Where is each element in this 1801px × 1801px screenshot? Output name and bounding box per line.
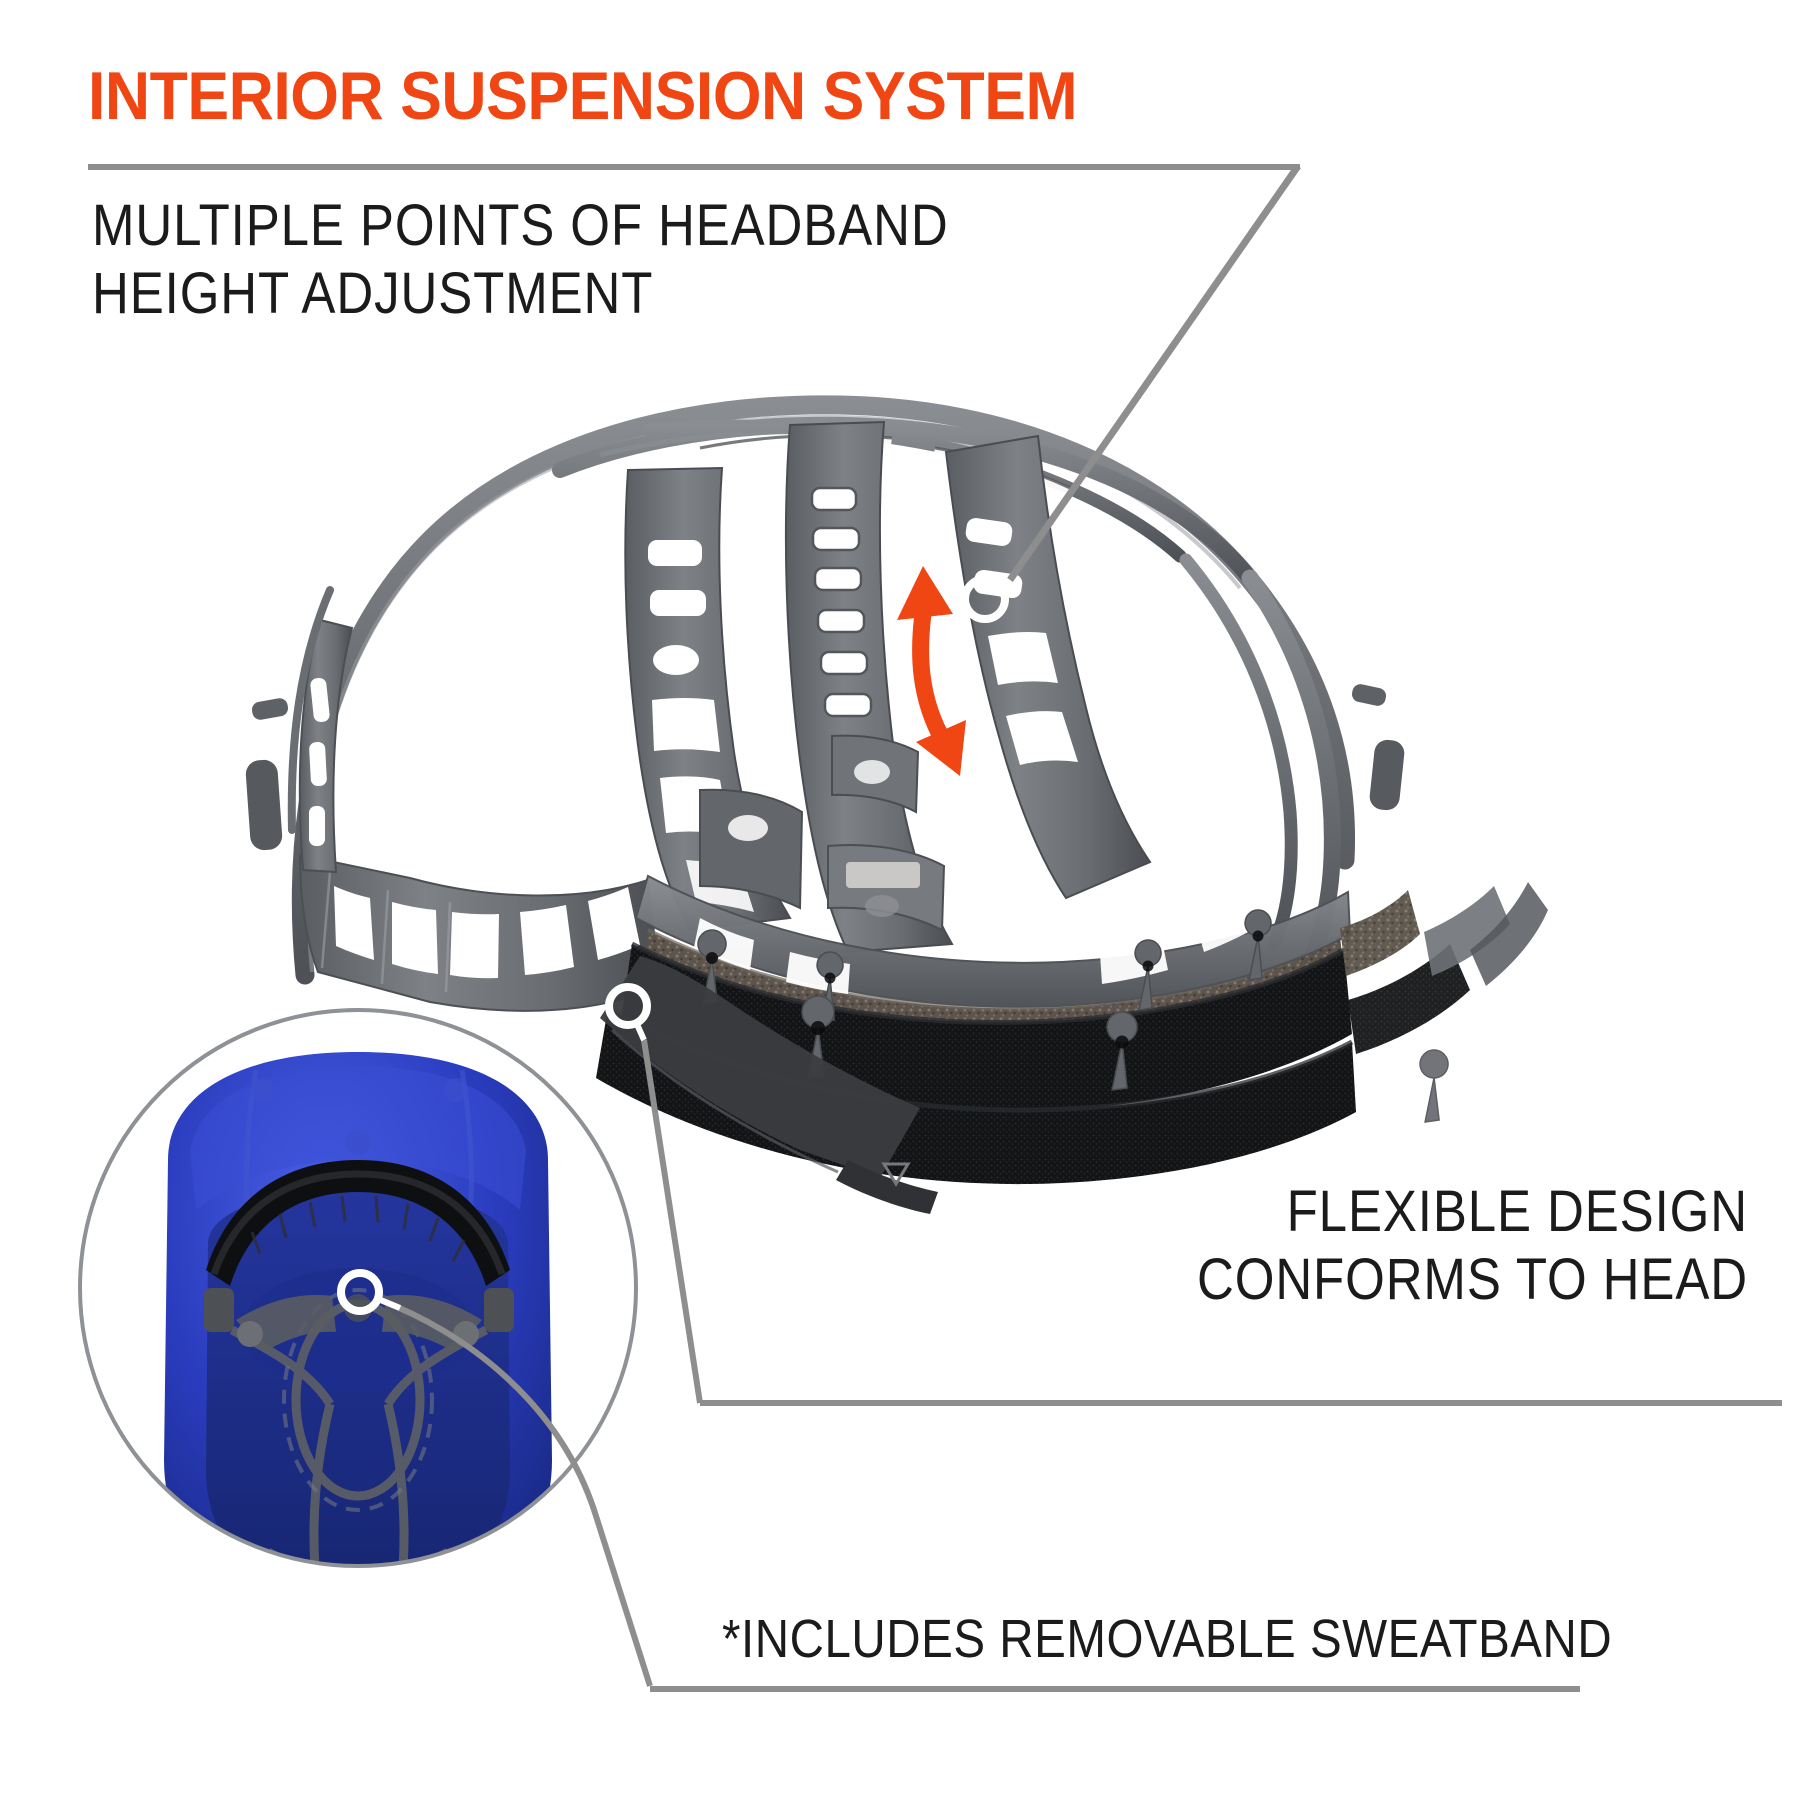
flexible-design-divider-rule	[700, 1400, 1782, 1406]
sweatband-divider-rule	[650, 1686, 1580, 1692]
callout-sweatband-text: *INCLUDES REMOVABLE SWEATBAND	[722, 1609, 1613, 1669]
callout-flexible-design-text: FLEXIBLE DESIGN CONFORMS TO HEAD	[1196, 1179, 1748, 1312]
page-title: INTERIOR SUSPENSION SYSTEM	[88, 58, 1078, 134]
callout-headband-adjustment-text: MULTIPLE POINTS OF HEADBAND HEIGHT ADJUS…	[92, 193, 949, 327]
suspension-cradle	[245, 395, 1548, 1214]
height-adjustment-double-arrow	[897, 566, 966, 776]
blue-hard-hat-interior-inset	[78, 1008, 638, 1568]
title-divider-rule	[88, 164, 1300, 170]
height-adjustment-slots	[812, 488, 871, 716]
